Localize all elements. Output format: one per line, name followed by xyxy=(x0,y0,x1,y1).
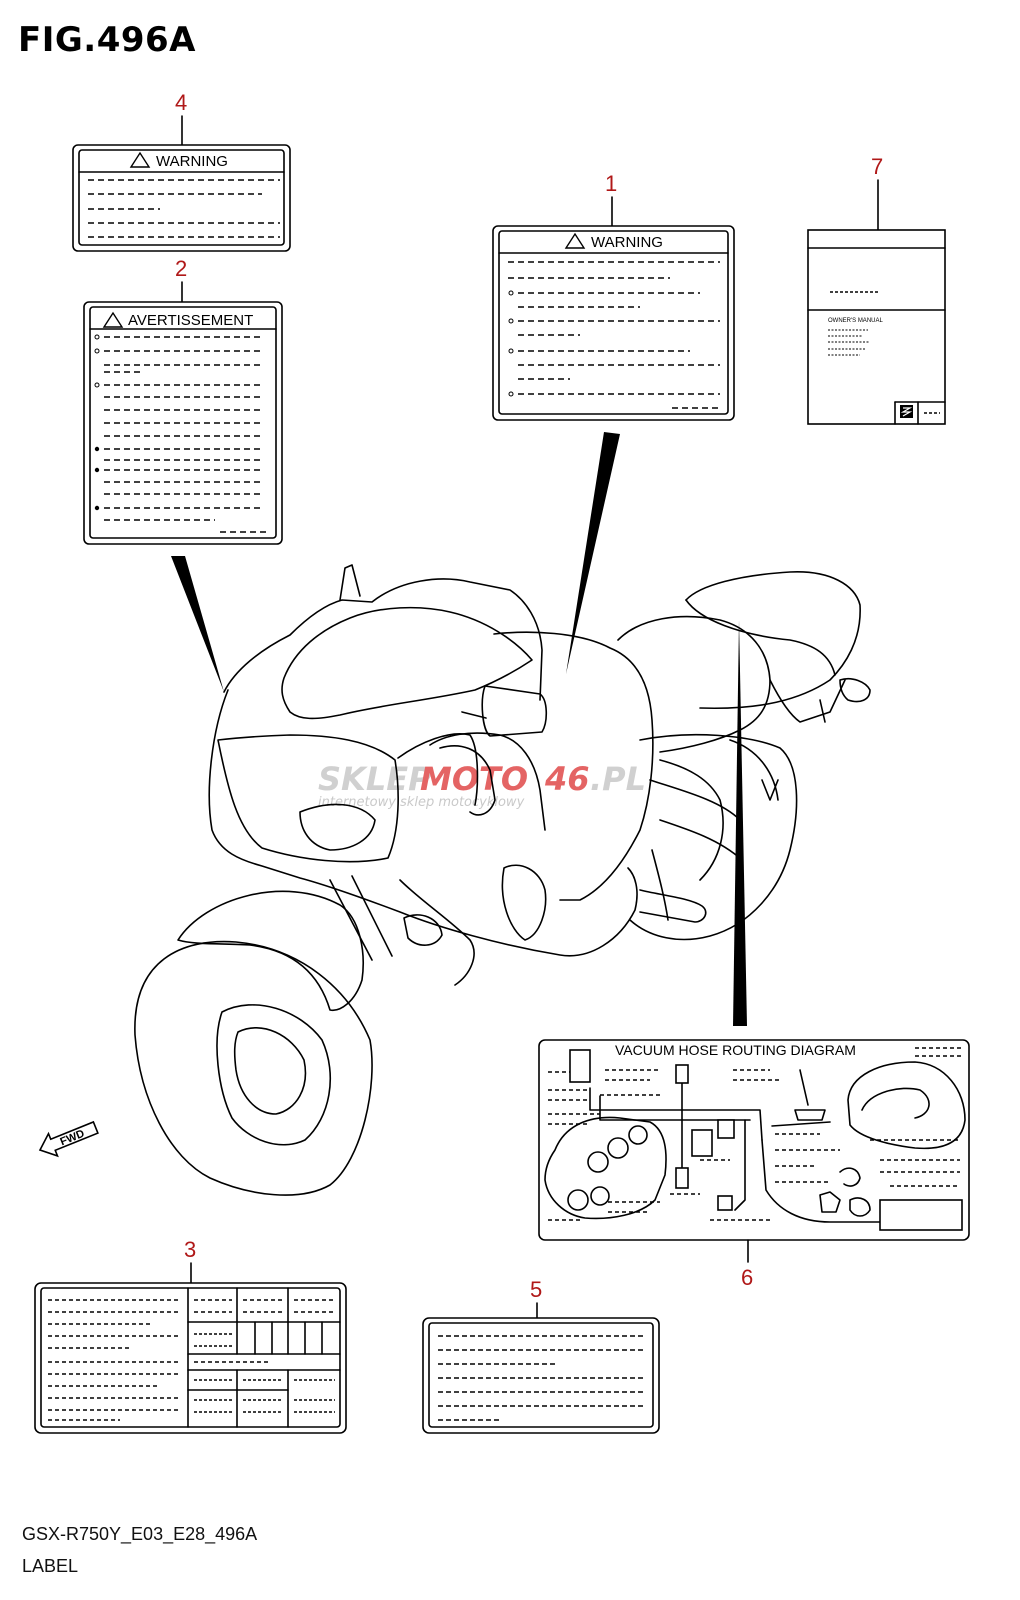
forward-arrow-icon: FWD xyxy=(38,1120,99,1158)
label-7-heading: OWNER'S MANUAL xyxy=(828,318,883,324)
callout-3: 3 xyxy=(184,1237,196,1262)
svg-text:internetowy sklep motocyklowy: internetowy sklep motocyklowy xyxy=(318,795,525,810)
label-5-info[interactable]: 5 xyxy=(422,1277,660,1434)
callout-5: 5 xyxy=(530,1277,542,1302)
svg-text:46: 46 xyxy=(544,760,590,798)
figure-title: FIG.496A xyxy=(18,20,196,60)
pointer-label-1 xyxy=(566,432,620,674)
label-4-warning[interactable]: 4 WARNING xyxy=(72,90,291,252)
svg-text:.PL: .PL xyxy=(590,760,646,798)
fwd-text: FWD xyxy=(59,1128,87,1149)
svg-text:MOTO: MOTO xyxy=(420,760,528,798)
callout-7: 7 xyxy=(871,154,883,179)
warning-triangle-icon xyxy=(564,232,586,249)
label-6-heading: VACUUM HOSE ROUTING DIAGRAM xyxy=(615,1042,856,1058)
warning-triangle-icon xyxy=(129,151,151,168)
label-2-avertissement[interactable]: 2 AVERTISSEMENT xyxy=(83,256,283,545)
pointer-label-2 xyxy=(171,556,224,692)
callout-6: 6 xyxy=(741,1265,753,1290)
figure-code: GSX-R750Y_E03_E28_496A xyxy=(22,1524,258,1544)
label-6-vacuum-hose[interactable]: VACUUM HOSE ROUTING DIAGRAM xyxy=(538,1039,970,1290)
label-4-heading: WARNING xyxy=(156,153,228,170)
label-1-heading: WARNING xyxy=(591,234,663,251)
label-7-owners-manual[interactable]: 7 OWNER'S MANUAL xyxy=(807,154,946,425)
svg-text:SKLEP: SKLEP xyxy=(318,760,432,798)
callout-1: 1 xyxy=(605,171,617,196)
label-1-warning[interactable]: 1 WARNING xyxy=(492,171,735,421)
callout-4: 4 xyxy=(175,90,187,115)
motorcycle-illustration xyxy=(134,564,871,1196)
label-2-heading: AVERTISSEMENT xyxy=(128,312,253,329)
label-3-info[interactable]: 3 xyxy=(34,1237,347,1434)
watermark: SKLEP MOTO 46 .PL internetowy sklep moto… xyxy=(318,760,646,810)
warning-triangle-icon xyxy=(102,311,124,328)
brand-logo-icon xyxy=(900,405,913,418)
figure-name: LABEL xyxy=(22,1556,79,1576)
callout-2: 2 xyxy=(175,256,187,281)
pointer-label-6 xyxy=(733,620,747,1026)
